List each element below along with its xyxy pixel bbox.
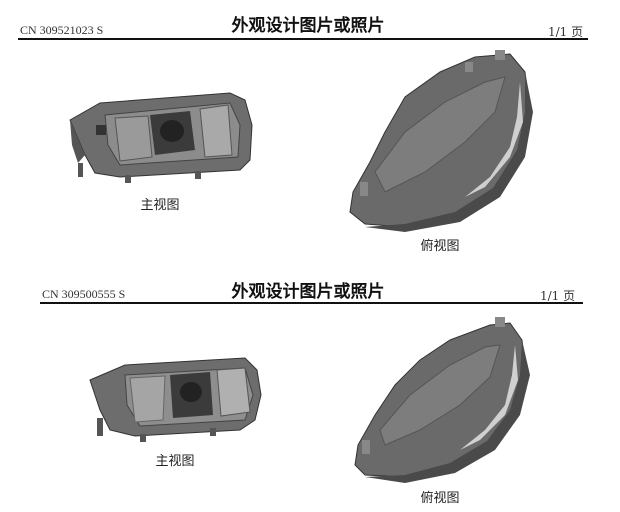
headlamp-top-view-image — [354, 317, 530, 483]
view-caption-top: 俯视图 — [420, 239, 460, 254]
headlamp-front-view-image — [89, 357, 262, 442]
header-divider — [40, 302, 583, 304]
sheet-title: 外观设计图片或照片 — [231, 16, 385, 36]
view-caption-top: 俯视图 — [420, 491, 460, 506]
sheet-title: 外观设计图片或照片 — [231, 282, 385, 302]
page-indicator: 1/1 页 — [540, 289, 576, 303]
headlamp-front-view-image — [69, 92, 253, 183]
view-caption-front: 主视图 — [140, 198, 180, 213]
headlamp-top-view-image — [349, 50, 533, 232]
header-divider — [18, 38, 588, 40]
patent-number: CN 309500555 S — [42, 287, 126, 301]
page-indicator: 1/1 页 — [548, 25, 584, 39]
patent-number: CN 309521023 S — [20, 23, 104, 37]
view-caption-front: 主视图 — [155, 454, 195, 469]
